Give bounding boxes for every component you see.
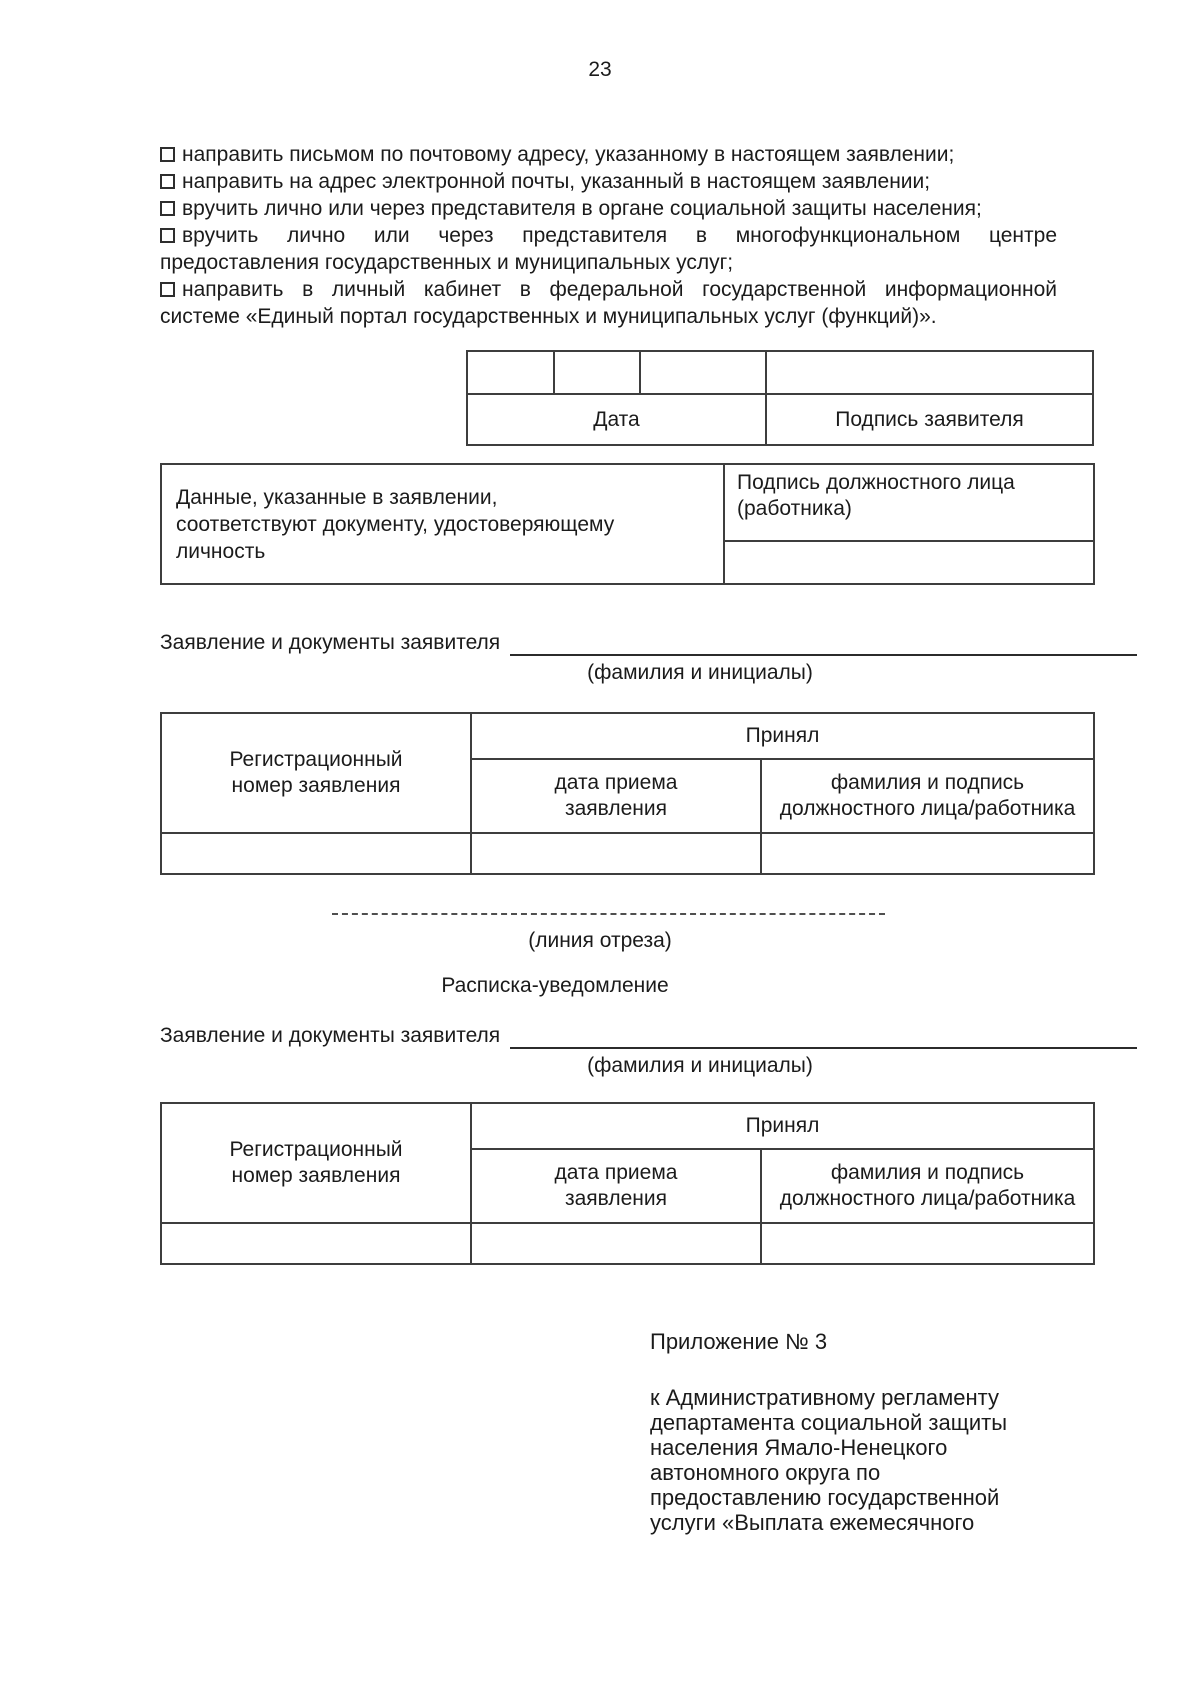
acceptance-date-header-cell: дата приема заявления xyxy=(470,758,762,834)
option-text-line: предоставления государственных и муницип… xyxy=(160,251,734,274)
appendix-line: населения Ямало-Ненецкого xyxy=(650,1435,948,1460)
appendix-line: автономного округа по xyxy=(650,1460,881,1485)
checkbox-icon[interactable] xyxy=(160,282,175,297)
statement-line: Данные, указанные в заявлении, xyxy=(176,485,498,509)
option-text: направить письмом по почтовому адресу, у… xyxy=(182,143,955,166)
table-row xyxy=(466,350,1094,395)
application-documents-label: Заявление и документы заявителя xyxy=(160,631,501,654)
receipt-notification-title: Расписка-уведомление xyxy=(441,974,669,997)
table-row: Регистрационный номер заявления Принял xyxy=(160,1102,1096,1224)
table-row: Дата Подпись заявителя xyxy=(466,393,1094,446)
empty-cell xyxy=(160,832,472,875)
appendix-line: к Административному регламенту xyxy=(650,1385,1000,1410)
accepted-header-cell: Принял xyxy=(469,1102,1096,1150)
checkbox-icon[interactable] xyxy=(160,201,175,216)
verification-statement-cell: Данные, указанные в заявлении, соответст… xyxy=(160,463,725,585)
option-text: направить на адрес электронной почты, ук… xyxy=(182,170,931,193)
date-label-cell: Дата xyxy=(466,393,767,446)
applicant-signature-label-cell: Подпись заявителя xyxy=(765,393,1094,446)
appendix-reference: к Административному регламенту департаме… xyxy=(650,1385,1074,1535)
cut-line xyxy=(332,913,885,915)
checkbox-icon[interactable] xyxy=(160,228,175,243)
registration-table: Регистрационный номер заявления Принял д… xyxy=(160,712,1096,875)
list-item-mail: направить письмом по почтовому адресу, у… xyxy=(160,141,1057,168)
application-documents-row: Заявление и документы заявителя xyxy=(160,1022,1137,1049)
appendix-title: Приложение № 3 xyxy=(650,1329,828,1354)
delivery-options-list: направить письмом по почтовому адресу, у… xyxy=(160,141,1057,330)
table-row: дата приема заявления фамилия и подпись … xyxy=(161,1148,1096,1224)
empty-cell xyxy=(759,1222,1096,1265)
option-text-line: вручить лично или через представителя в … xyxy=(160,222,1057,249)
table-row: дата приема заявления фамилия и подпись … xyxy=(161,758,1096,834)
statement-line: соответствуют документу, удостоверяющему xyxy=(176,512,615,536)
registration-number-header-cell: Регистрационный номер заявления xyxy=(160,712,472,834)
list-item-in-person: вручить лично или через представителя в … xyxy=(160,195,1057,222)
name-initials-caption: (фамилия и инициалы) xyxy=(587,1054,813,1077)
statement-line: личность xyxy=(176,539,266,563)
list-item-gosuslugi: направить в личный кабинет в федеральной… xyxy=(160,276,1057,330)
date-signature-table: Дата Подпись заявителя xyxy=(466,350,1094,446)
table-row xyxy=(161,540,1095,585)
option-text-line: системе «Единый портал государственных и… xyxy=(160,305,937,328)
option-text: вручить лично или через представителя в … xyxy=(182,197,982,220)
empty-cell xyxy=(160,1222,472,1265)
registration-table: Регистрационный номер заявления Принял д… xyxy=(160,1102,1096,1265)
registration-number-header-cell: Регистрационный номер заявления xyxy=(160,1102,472,1224)
table-row xyxy=(160,832,1096,875)
appendix-block: Приложение № 3 к Административному регла… xyxy=(650,1329,1074,1535)
appendix-line: предоставлению государственной xyxy=(650,1485,1000,1510)
page-number: 23 xyxy=(588,58,612,81)
list-item-mfc: вручить лично или через представителя в … xyxy=(160,222,1057,276)
option-text-line: направить в личный кабинет в федеральной… xyxy=(160,276,1057,303)
fill-in-line xyxy=(510,1022,1137,1049)
acceptance-date-header-cell: дата приема заявления xyxy=(470,1148,762,1224)
empty-cell xyxy=(759,832,1096,875)
list-item-email: направить на адрес электронной почты, ук… xyxy=(160,168,1057,195)
accepted-header-cell: Принял xyxy=(469,712,1096,760)
empty-cell xyxy=(765,350,1094,395)
official-signature-label-cell: Подпись должностного лица (работника) xyxy=(723,463,1095,542)
cut-line-caption: (линия отреза) xyxy=(528,929,672,952)
empty-cell xyxy=(470,832,762,875)
table-row: Данные, указанные в заявлении, соответст… xyxy=(160,463,1095,585)
name-initials-caption: (фамилия и инициалы) xyxy=(587,661,813,684)
empty-cell xyxy=(466,350,555,395)
empty-cell xyxy=(723,540,1095,585)
verification-table: Данные, указанные в заявлении, соответст… xyxy=(160,463,1095,585)
application-documents-row: Заявление и документы заявителя xyxy=(160,629,1137,656)
table-row: Регистрационный номер заявления Принял xyxy=(160,712,1096,834)
checkbox-icon[interactable] xyxy=(160,174,175,189)
appendix-line: департамента социальной защиты xyxy=(650,1410,1008,1435)
empty-cell xyxy=(470,1222,762,1265)
empty-cell xyxy=(553,350,641,395)
official-name-signature-header-cell: фамилия и подпись должностного лица/рабо… xyxy=(759,1148,1096,1224)
official-name-signature-header-cell: фамилия и подпись должностного лица/рабо… xyxy=(759,758,1096,834)
fill-in-line xyxy=(510,629,1137,656)
checkbox-icon[interactable] xyxy=(160,147,175,162)
table-row xyxy=(160,1222,1096,1265)
empty-cell xyxy=(639,350,767,395)
appendix-line: услуги «Выплата ежемесячного xyxy=(650,1510,975,1535)
application-documents-label: Заявление и документы заявителя xyxy=(160,1024,501,1047)
